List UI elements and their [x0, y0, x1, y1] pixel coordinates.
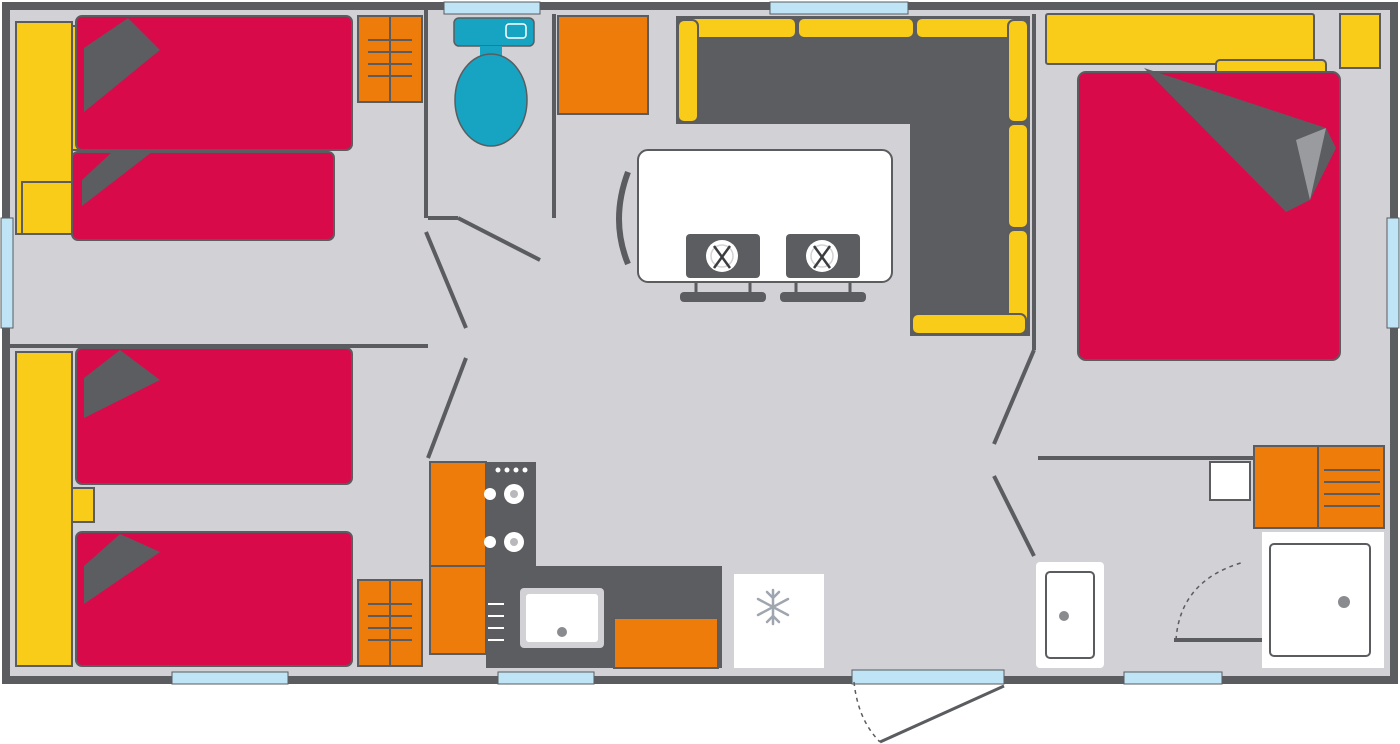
window-icon [769, 1, 909, 15]
kitchen-cabinet [429, 565, 487, 655]
window-icon [1123, 671, 1223, 685]
bathroom [1036, 445, 1385, 668]
bed-sheet-fold [82, 152, 152, 206]
wardrobe-icon [357, 579, 423, 667]
bed-sheet-fold [84, 350, 160, 418]
bunk-step [71, 487, 95, 523]
shower-icon [1262, 532, 1384, 668]
sink-icon [1036, 562, 1104, 668]
bed-sheet-fold [84, 534, 160, 604]
bed-sheet-fold [1144, 68, 1336, 212]
cutlery-icon [786, 234, 860, 278]
door-swing-icon [1175, 561, 1245, 641]
bunk-cushion [15, 351, 73, 667]
hob-icon [484, 467, 528, 552]
door-swing-icon [853, 681, 1005, 744]
outer-wall [2, 2, 1398, 684]
kitchen-counter [486, 462, 536, 568]
window-icon [497, 671, 595, 685]
table-icon [616, 149, 893, 302]
boiler-box [1209, 461, 1251, 501]
living-dining [557, 15, 1030, 336]
windows [0, 1, 1400, 685]
bedroom-bunk-lower [15, 347, 423, 667]
headboard-cushion [1339, 13, 1381, 69]
window-icon [1386, 217, 1400, 329]
kitchen-cabinet [429, 461, 487, 567]
sink-icon [520, 588, 604, 648]
bedroom-bunk-upper [15, 15, 423, 241]
interior-walls [10, 10, 1282, 642]
wardrobe-icon [1253, 445, 1385, 529]
bunk-cushion-lower [21, 181, 77, 235]
window-icon [443, 1, 541, 15]
bed-icon [75, 531, 353, 667]
window-icon [0, 217, 14, 329]
toilet-icon [453, 17, 535, 147]
storage-cabinet [557, 15, 649, 115]
window-icon [171, 671, 289, 685]
bed-icon [71, 151, 335, 241]
sofa-icon [676, 16, 1030, 336]
drawer-handles [488, 603, 504, 641]
master-bedroom [1045, 13, 1381, 361]
kitchen [429, 461, 824, 669]
cutlery-icon [686, 234, 760, 278]
fridge-snowflake-icon [734, 574, 824, 668]
kitchen-cabinet [613, 617, 719, 669]
bed-sheet-fold-light [1296, 128, 1326, 200]
bed-sheet-fold [84, 18, 160, 112]
entrance-opening [851, 669, 1005, 685]
wardrobe-icon [357, 15, 423, 103]
headboard-cushion [1045, 13, 1315, 65]
